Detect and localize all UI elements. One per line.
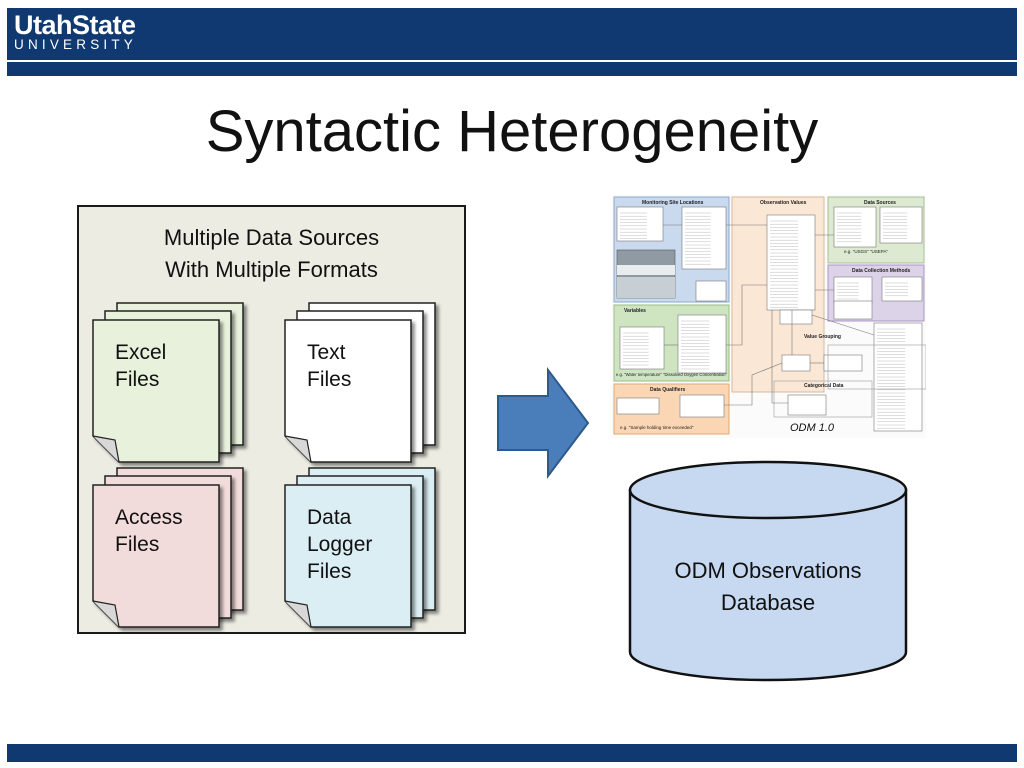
university-logo-wordmark: UtahState (14, 10, 136, 40)
access-files-stack (92, 467, 244, 628)
data-logger-files-label: Data Logger Files (307, 504, 372, 585)
text-files-label-line1: Text (307, 341, 346, 364)
odm-schema-svg: Monitoring Site Locations Observation Va… (613, 196, 926, 435)
header-bar (7, 8, 1017, 60)
sources-note: e.g. "USGS" "USEPA" (844, 249, 888, 254)
variables-note: e.g. "Water temperature" "Dissolved Oxyg… (616, 372, 728, 377)
odm-schema-diagram: Monitoring Site Locations Observation Va… (612, 195, 926, 438)
collection-title: Data Collection Methods (852, 268, 911, 274)
data-sources-heading: Multiple Data Sources With Multiple Form… (79, 222, 464, 286)
text-files-stack (284, 302, 436, 463)
excel-files-stack (92, 302, 244, 463)
observation-title: Observation Values (760, 200, 807, 206)
database-label-line1: ODM Observations (674, 558, 862, 583)
data-sources-heading-line2: With Multiple Formats (165, 257, 378, 282)
page-fold (284, 435, 312, 463)
front-page (284, 484, 412, 628)
excel-files-label: Excel Files (115, 339, 166, 393)
page-fold (284, 600, 312, 628)
categorical-title: Categorical Data (804, 383, 844, 389)
front-page (284, 319, 412, 463)
excel-files-label-line1: Excel (115, 341, 167, 364)
text-files-label: Text Files (307, 339, 351, 393)
access-files-label-line1: Access (115, 506, 183, 529)
odm-version-caption: ODM 1.0 (790, 422, 835, 434)
data-logger-files-stack (284, 467, 436, 628)
monitoring-title: Monitoring Site Locations (642, 200, 704, 206)
slide-title: Syntactic Heterogeneity (205, 99, 819, 164)
page-fold (92, 435, 120, 463)
qualifiers-note: e.g. "Sample holding time exceeded" (620, 425, 694, 430)
data-logger-files-label-line1: Data (307, 506, 352, 529)
university-logo-subtitle: UNIVERSITY (14, 37, 138, 52)
header-stripe (7, 62, 1017, 76)
excel-files-label-line2: Files (115, 368, 160, 391)
front-page (92, 319, 220, 463)
qualifiers-title: Data Qualifiers (650, 387, 686, 393)
access-files-label: Access Files (115, 504, 183, 558)
access-files-label-line2: Files (115, 533, 160, 556)
grouping-title: Value Grouping (804, 334, 841, 340)
right-arrow-icon (497, 367, 590, 479)
data-logger-files-label-line2: Logger (307, 533, 373, 556)
footer-bar (7, 744, 1017, 762)
database-label: ODM Observations Database (630, 555, 906, 619)
text-files-label-line2: Files (307, 368, 352, 391)
variables-title: Variables (624, 308, 646, 314)
data-sources-heading-line1: Multiple Data Sources (163, 225, 380, 250)
front-page (92, 484, 220, 628)
database-cylinder-icon (628, 460, 908, 682)
page-fold (92, 600, 120, 628)
data-logger-files-label-line3: Files (307, 560, 352, 583)
database-label-line2: Database (720, 590, 816, 615)
sources-title: Data Sources (864, 200, 896, 206)
